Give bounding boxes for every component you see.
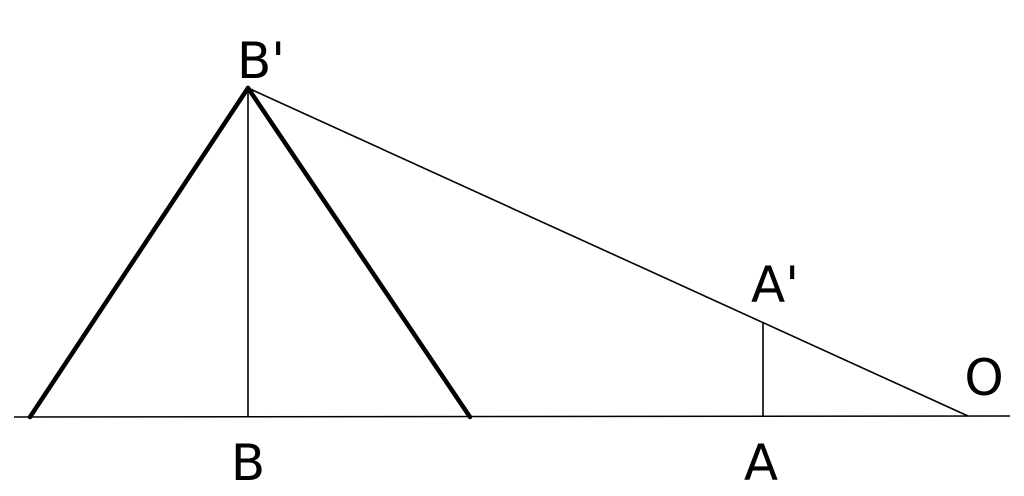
label-b: B bbox=[231, 434, 265, 492]
triangle-left-side bbox=[27, 85, 251, 420]
triangle-right-side bbox=[245, 85, 473, 420]
ground-line bbox=[13, 415, 1011, 418]
line-b-prime-o bbox=[247, 87, 969, 417]
label-a-prime: A' bbox=[751, 256, 799, 314]
label-a: A bbox=[744, 434, 778, 492]
label-o: O bbox=[964, 349, 1003, 407]
label-b-prime: B' bbox=[237, 32, 285, 90]
